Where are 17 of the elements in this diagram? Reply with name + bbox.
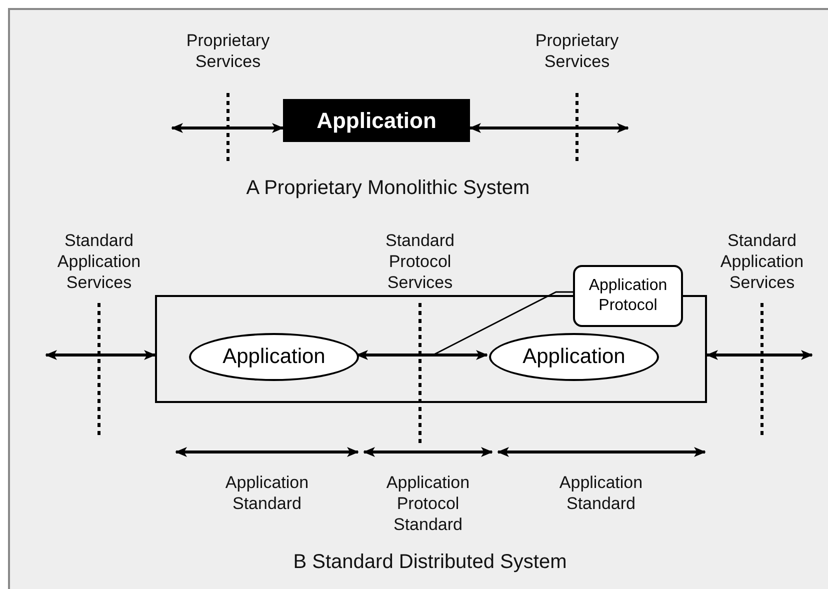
double-arrow [45, 350, 156, 360]
section-caption: B Standard Distributed System [293, 550, 567, 574]
service-label: Standard Application Services [56, 230, 142, 293]
protocol-callout-box: Application Protocol [573, 265, 683, 327]
double-arrow [171, 123, 284, 133]
service-label: Standard Application Services [719, 230, 805, 293]
dimension-label: Application Standard [224, 472, 310, 514]
double-arrow [469, 123, 629, 133]
dimension-label: Application Standard [558, 472, 644, 514]
application-box: Application [283, 99, 470, 142]
leader-line [432, 291, 573, 356]
service-label: Proprietary Services [534, 30, 620, 72]
section-caption: A Proprietary Monolithic System [246, 176, 530, 200]
service-label: Standard Protocol Services [384, 230, 456, 293]
double-arrow [706, 350, 813, 360]
service-label: Proprietary Services [185, 30, 271, 72]
dimension-label: Application Protocol Standard [385, 472, 471, 535]
